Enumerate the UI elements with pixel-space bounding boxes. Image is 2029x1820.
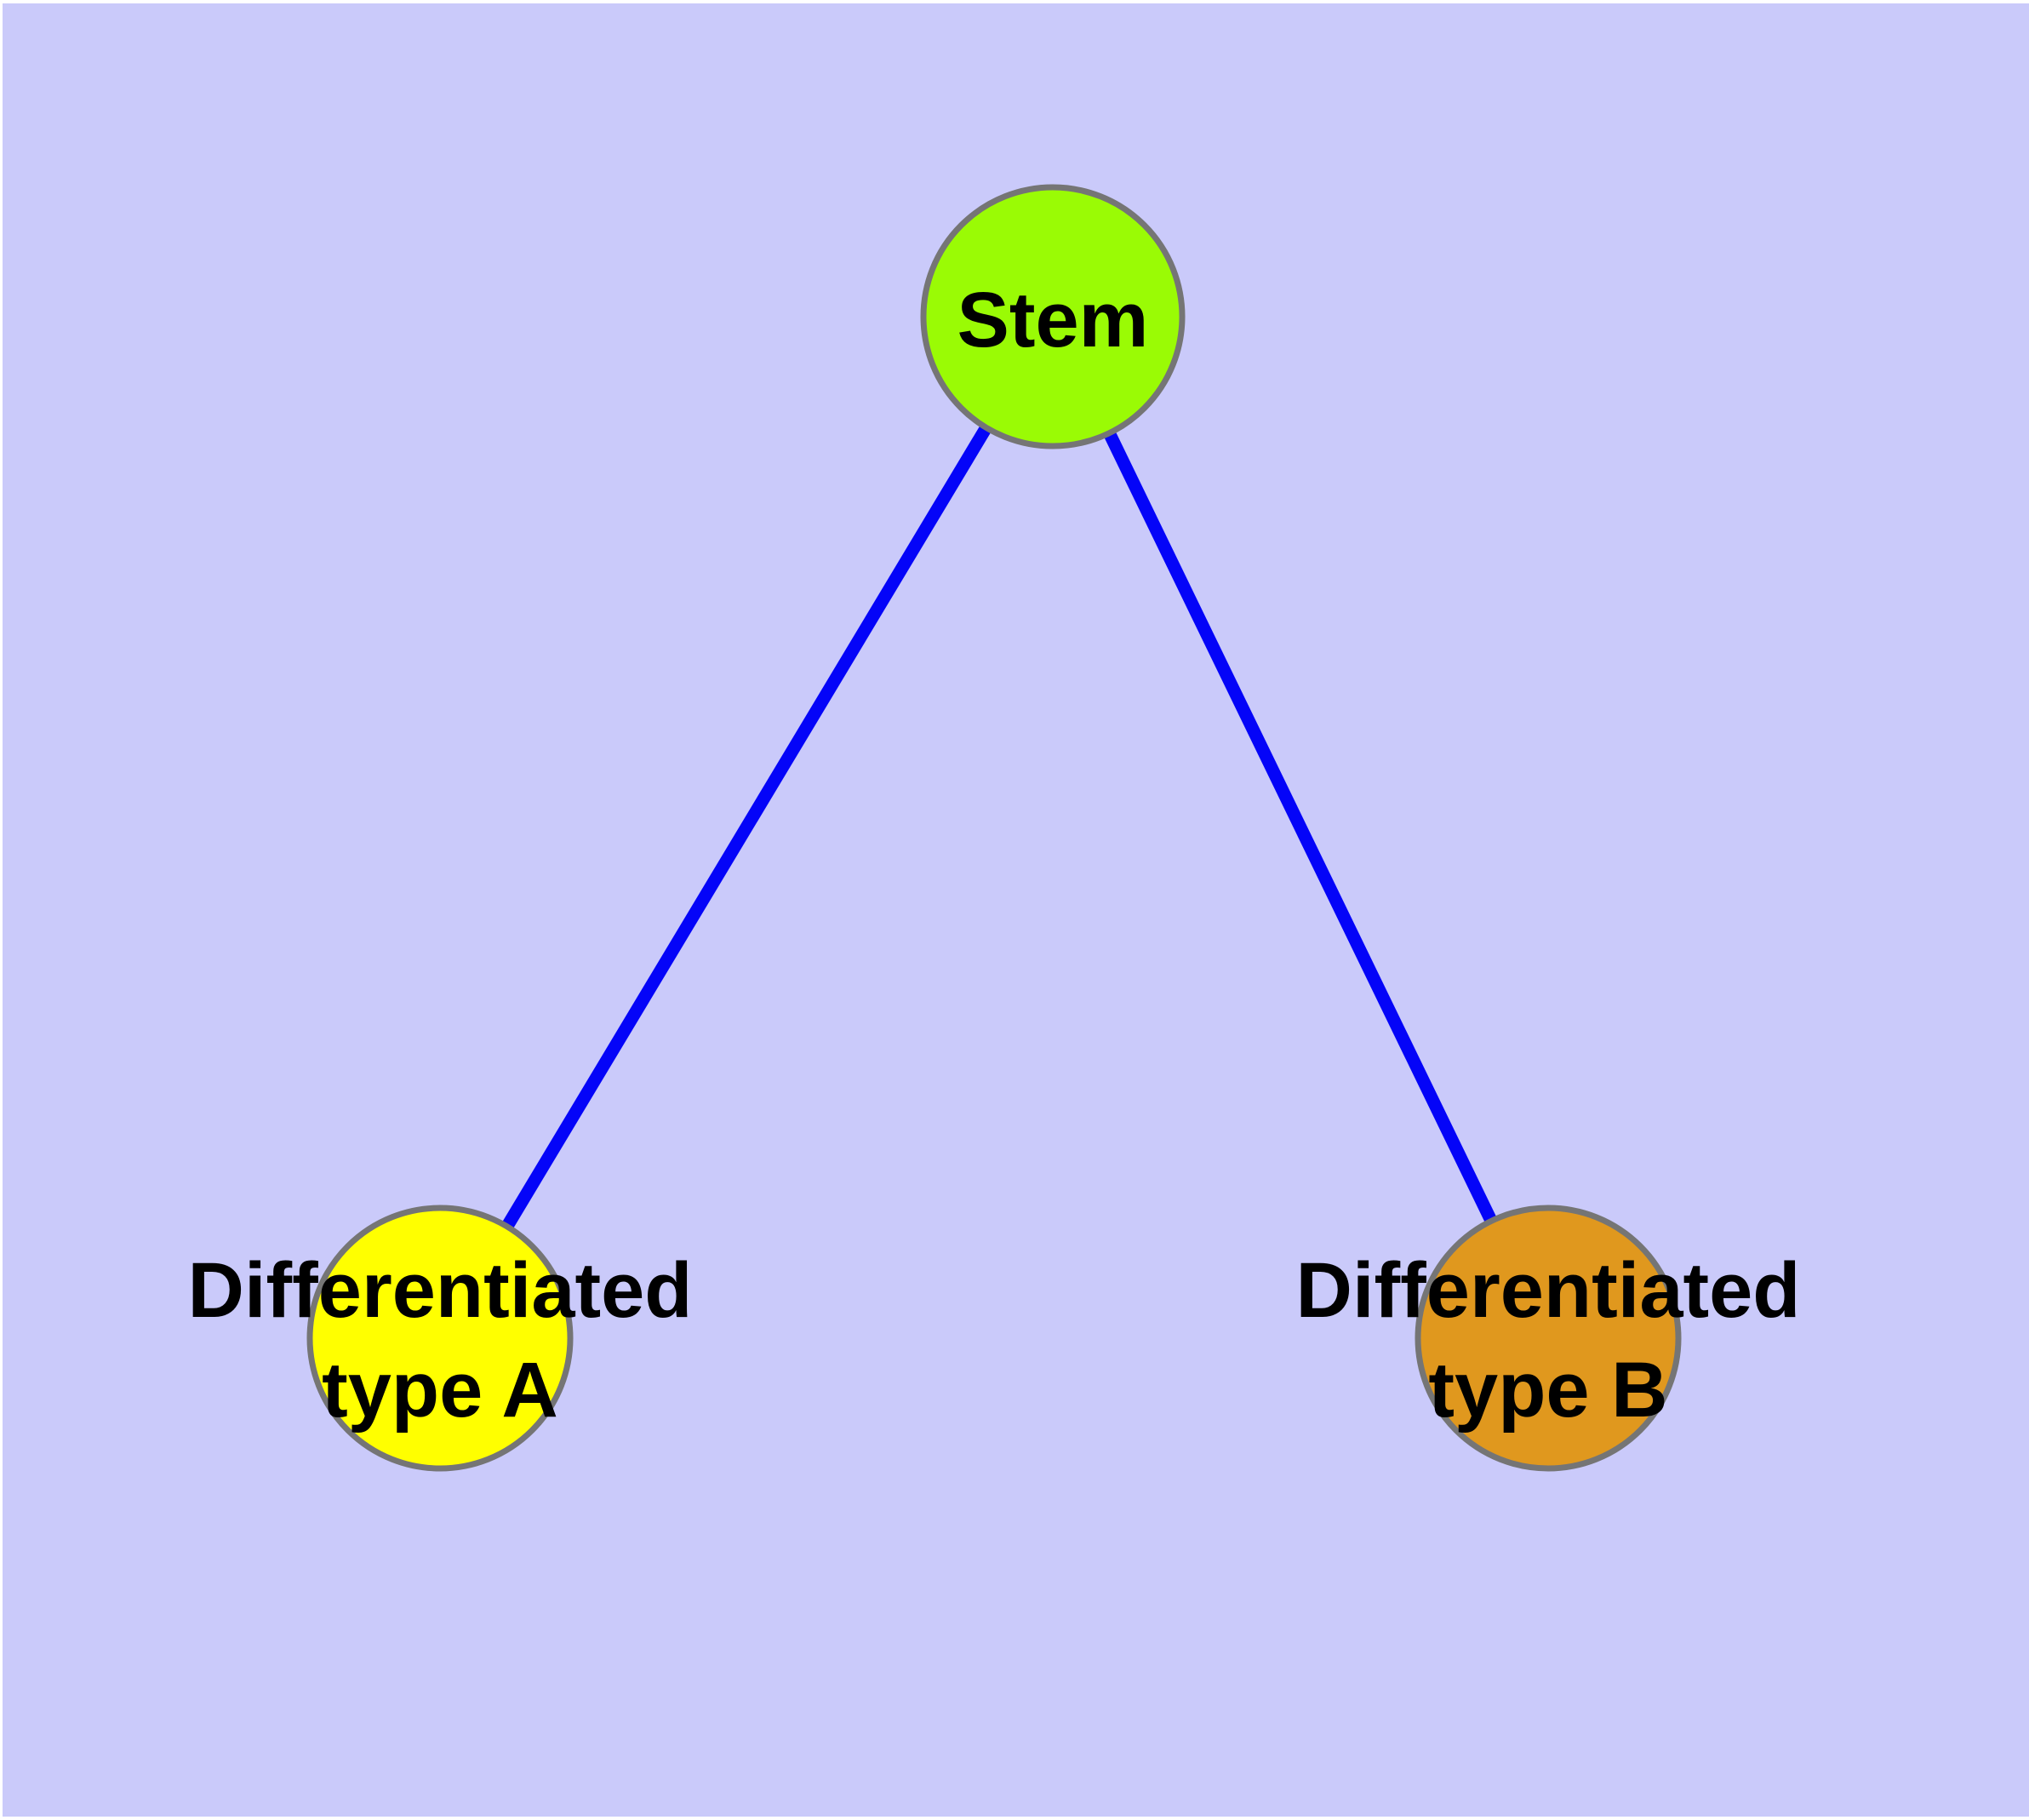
node-type-b-label-line1: Differentiated: [1296, 1247, 1801, 1334]
node-differentiated-type-a: Differentiated type A: [188, 1205, 693, 1472]
node-differentiated-type-b: Differentiated type B: [1296, 1205, 1801, 1472]
node-stem-circle: [920, 184, 1186, 449]
edge-stem-to-type-b: [1047, 313, 1554, 1342]
node-type-a-label-line1: Differentiated: [188, 1247, 693, 1334]
node-stem: Stem: [920, 184, 1186, 449]
node-type-a-circle: [306, 1205, 574, 1472]
node-type-b-label-line2: type B: [1428, 1347, 1667, 1434]
node-type-b-circle: [1415, 1205, 1682, 1472]
edge-group: [434, 313, 1554, 1342]
edge-stem-to-type-a: [434, 313, 1059, 1342]
node-stem-label: Stem: [957, 277, 1149, 363]
node-type-a-label-line2: type A: [322, 1347, 558, 1434]
